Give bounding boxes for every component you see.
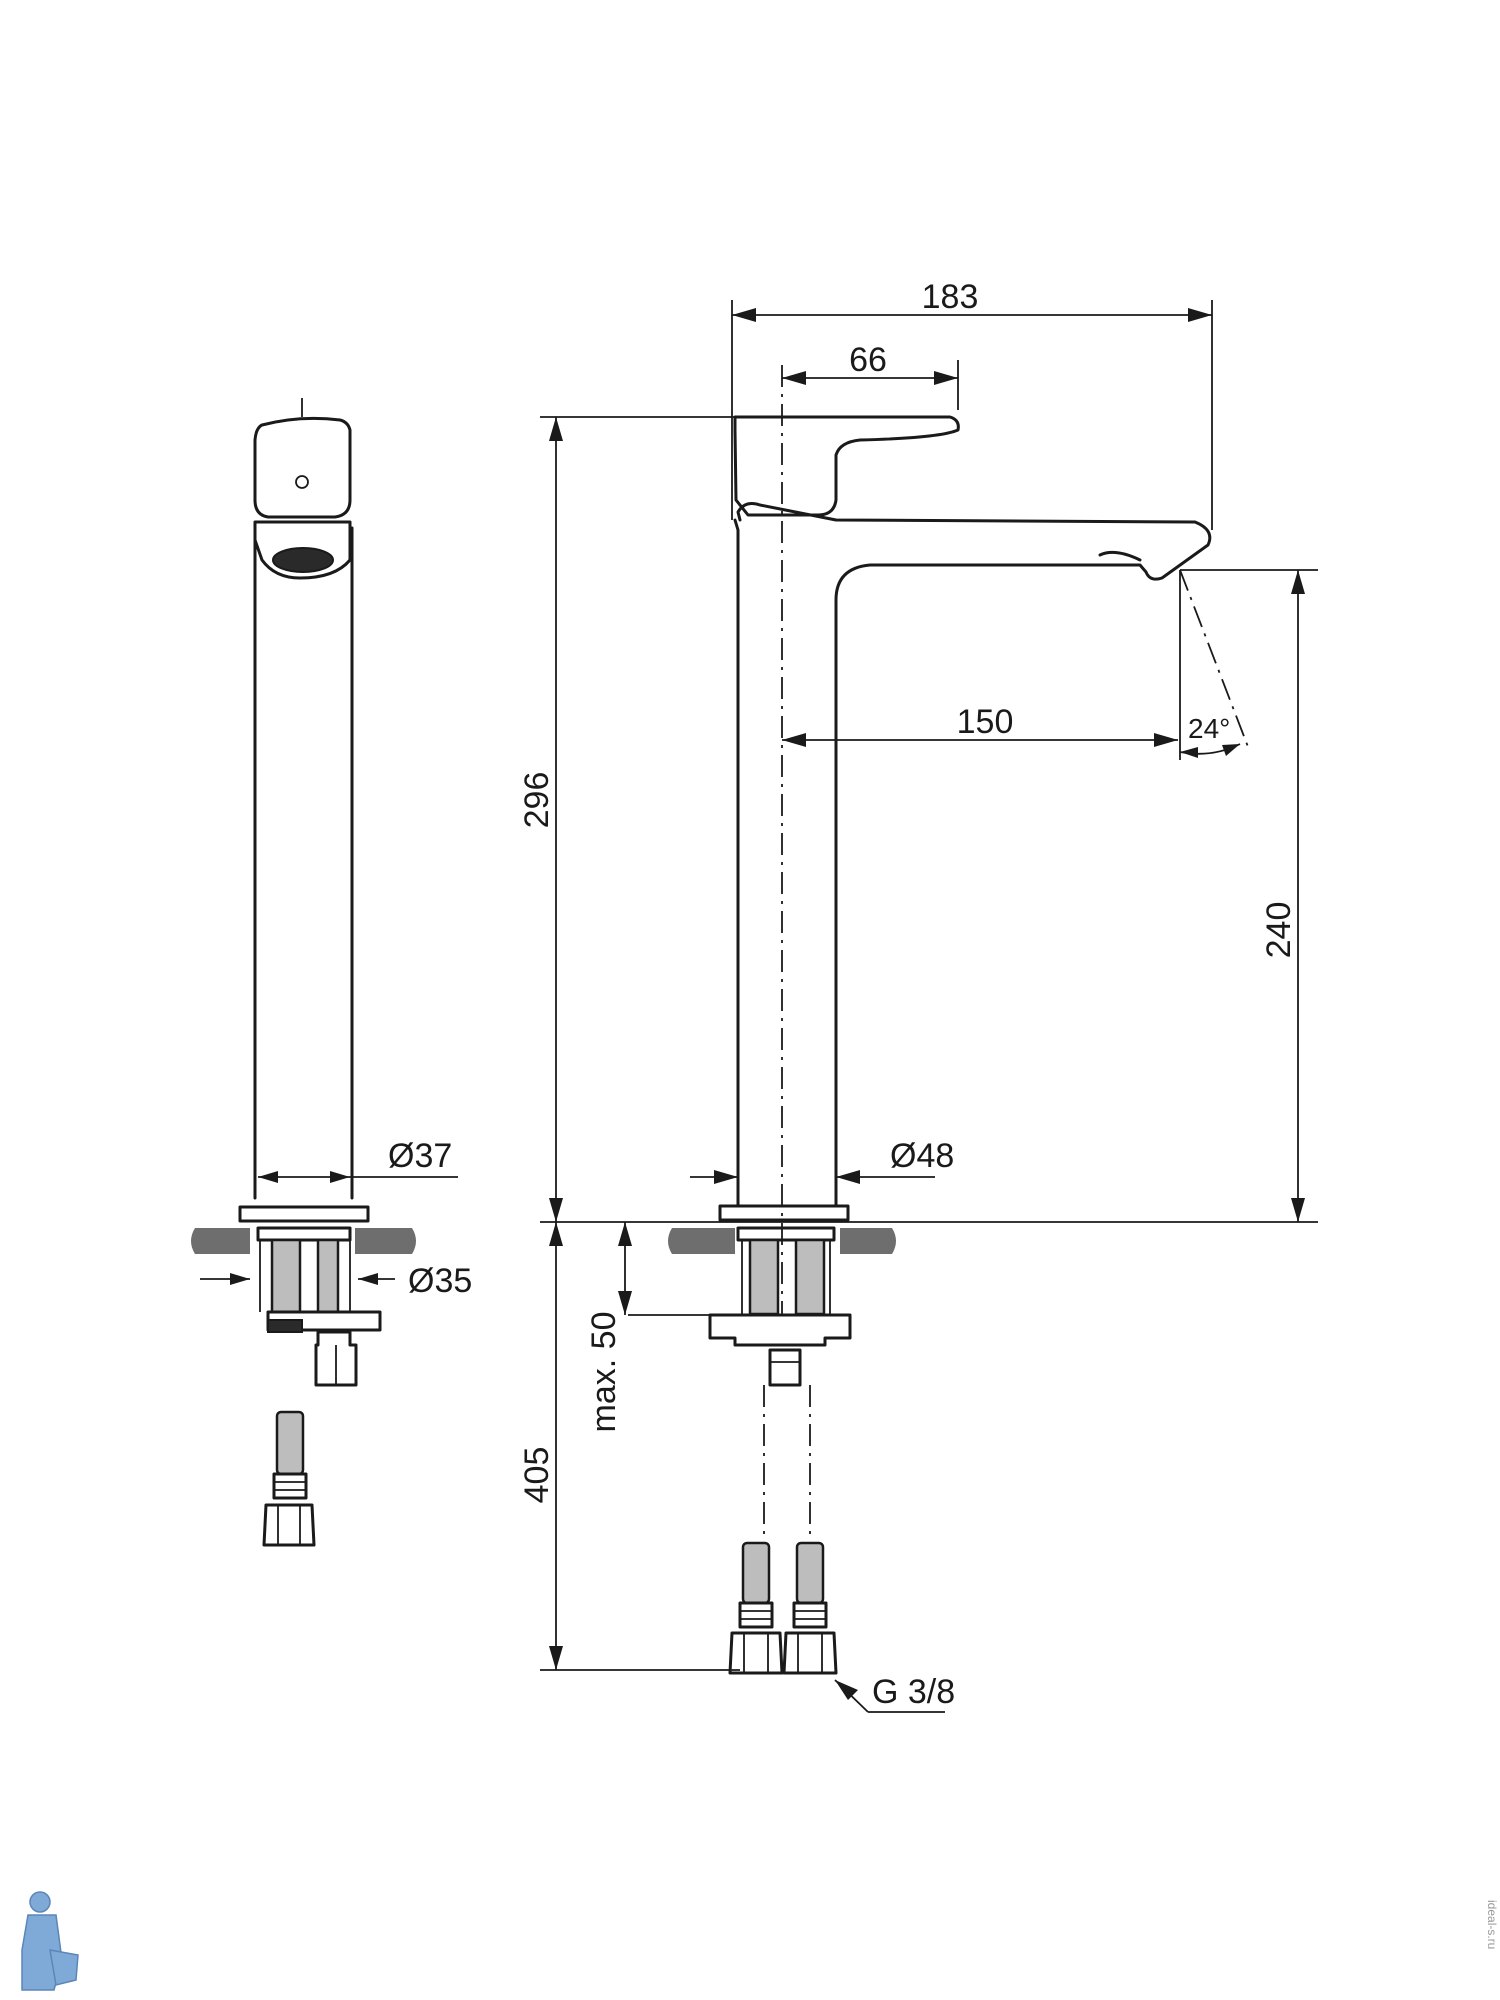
front-hoses	[728, 1541, 838, 1675]
dim-body-diameter: Ø48	[690, 1137, 954, 1184]
dim-spout-reach: 150	[782, 703, 1178, 747]
plumber-logo	[21, 1891, 79, 1991]
dim-spout-angle: 24°	[1179, 569, 1251, 760]
side-countertop	[191, 1228, 416, 1254]
dim-max-thickness: max. 50	[585, 1222, 632, 1432]
front-lever	[733, 415, 960, 517]
front-countertop	[668, 1228, 896, 1254]
front-base-flange	[718, 1204, 850, 1222]
side-spout-head	[253, 520, 352, 580]
side-lever-handle	[253, 416, 352, 519]
side-view: Ø37 Ø35	[191, 398, 472, 1547]
total-height-label: 296	[518, 772, 556, 829]
spout-height-label: 240	[1260, 902, 1298, 959]
max-thickness-label: max. 50	[585, 1312, 623, 1433]
spout-reach-label: 150	[957, 703, 1014, 741]
front-fixing-plate	[708, 1313, 852, 1347]
dim-lever-offset: 66	[782, 341, 958, 385]
side-hose	[275, 1410, 305, 1476]
front-view: 183 66 150 24° 296	[518, 278, 1318, 1713]
hole-diameter-label: Ø35	[408, 1262, 472, 1300]
body-diameter-label: Ø48	[890, 1137, 954, 1175]
dim-total-height: 296	[518, 417, 563, 1222]
spout-angle-label: 24°	[1188, 713, 1230, 744]
total-length-label: 183	[922, 278, 979, 316]
side-body	[253, 526, 354, 1200]
dim-hole-diameter: Ø35	[200, 1262, 472, 1300]
thread-label: G 3/8	[872, 1673, 955, 1711]
side-watermark: ideal-s.ru	[1485, 1900, 1499, 1949]
dim-thread: G 3/8	[834, 1673, 955, 1713]
side-base-flange	[238, 1205, 370, 1223]
front-spout	[736, 502, 1212, 1207]
dim-hose-length: 405	[518, 1222, 563, 1670]
aerator-icon	[272, 547, 334, 573]
lever-offset-label: 66	[849, 341, 887, 379]
hose-length-label: 405	[518, 1447, 556, 1504]
dim-spout-height: 240	[1260, 570, 1305, 1222]
dim-side-diameter: Ø37	[258, 1137, 458, 1183]
side-diameter-label: Ø37	[388, 1137, 452, 1175]
dim-total-length: 183	[732, 278, 1212, 322]
